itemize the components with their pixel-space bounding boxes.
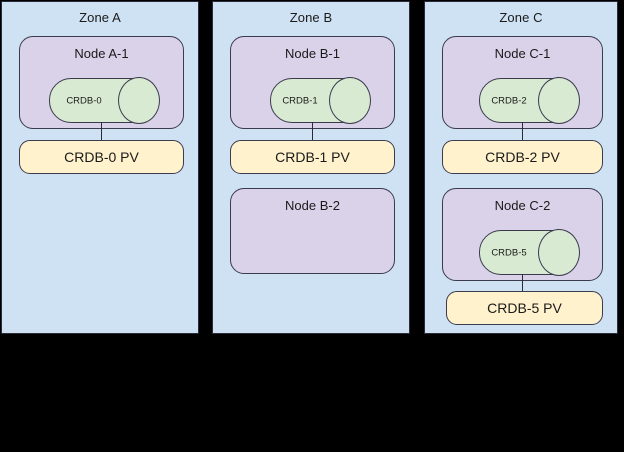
- volume-label: CRDB-1 PV: [275, 149, 350, 165]
- zone-c-title: Zone C: [499, 10, 543, 25]
- database-label: CRDB-2: [491, 95, 527, 106]
- volume-crdb-0-pv[interactable]: CRDB-0 PV: [19, 140, 184, 174]
- zone-b[interactable]: Zone B Node B-1 CRDB-1 CRDB-1 PV Node B-…: [212, 1, 410, 334]
- volume-label: CRDB-2 PV: [485, 149, 560, 165]
- node-c-2[interactable]: Node C-2 CRDB-5: [442, 188, 603, 281]
- database-cylinder-crdb-1[interactable]: CRDB-1: [270, 77, 371, 124]
- node-b-1[interactable]: Node B-1 CRDB-1: [230, 36, 395, 129]
- database-label: CRDB-0: [66, 95, 102, 106]
- volume-label: CRDB-0 PV: [64, 149, 139, 165]
- cylinder-end-cap: [118, 77, 160, 124]
- database-label: CRDB-5: [491, 247, 527, 258]
- node-b-1-title: Node B-1: [285, 46, 340, 61]
- connector-node-c-2-to-crdb-5-pv: [522, 274, 523, 291]
- connector-node-c-1-to-crdb-2-pv: [522, 122, 523, 140]
- node-c-1[interactable]: Node C-1 CRDB-2: [442, 36, 603, 129]
- zone-c[interactable]: Zone C Node C-1 CRDB-2 CRDB-2 PV Node C-…: [424, 1, 618, 334]
- node-b-2[interactable]: Node B-2: [230, 188, 395, 274]
- node-b-2-title: Node B-2: [285, 198, 340, 213]
- connector-node-a-1-to-crdb-0-pv: [101, 122, 102, 140]
- cylinder-end-cap: [329, 77, 371, 124]
- connector-node-b-1-to-crdb-1-pv: [312, 122, 313, 140]
- cylinder-end-cap: [538, 229, 580, 276]
- volume-crdb-5-pv[interactable]: CRDB-5 PV: [446, 291, 603, 325]
- node-c-1-title: Node C-1: [494, 46, 551, 61]
- database-cylinder-crdb-2[interactable]: CRDB-2: [479, 77, 580, 124]
- cylinder-end-cap: [538, 77, 580, 124]
- volume-crdb-1-pv[interactable]: CRDB-1 PV: [230, 140, 395, 174]
- database-cylinder-crdb-5[interactable]: CRDB-5: [479, 229, 580, 276]
- node-c-2-title: Node C-2: [494, 198, 551, 213]
- zone-b-title: Zone B: [289, 10, 333, 25]
- volume-label: CRDB-5 PV: [487, 300, 562, 316]
- node-a-1-title: Node A-1: [74, 46, 129, 61]
- zone-a-title: Zone A: [79, 10, 121, 25]
- database-cylinder-crdb-0[interactable]: CRDB-0: [49, 77, 160, 124]
- database-label: CRDB-1: [282, 95, 318, 106]
- zone-a[interactable]: Zone A Node A-1 CRDB-0 CRDB-0 PV: [1, 1, 199, 334]
- volume-crdb-2-pv[interactable]: CRDB-2 PV: [442, 140, 603, 174]
- node-a-1[interactable]: Node A-1 CRDB-0: [19, 36, 184, 129]
